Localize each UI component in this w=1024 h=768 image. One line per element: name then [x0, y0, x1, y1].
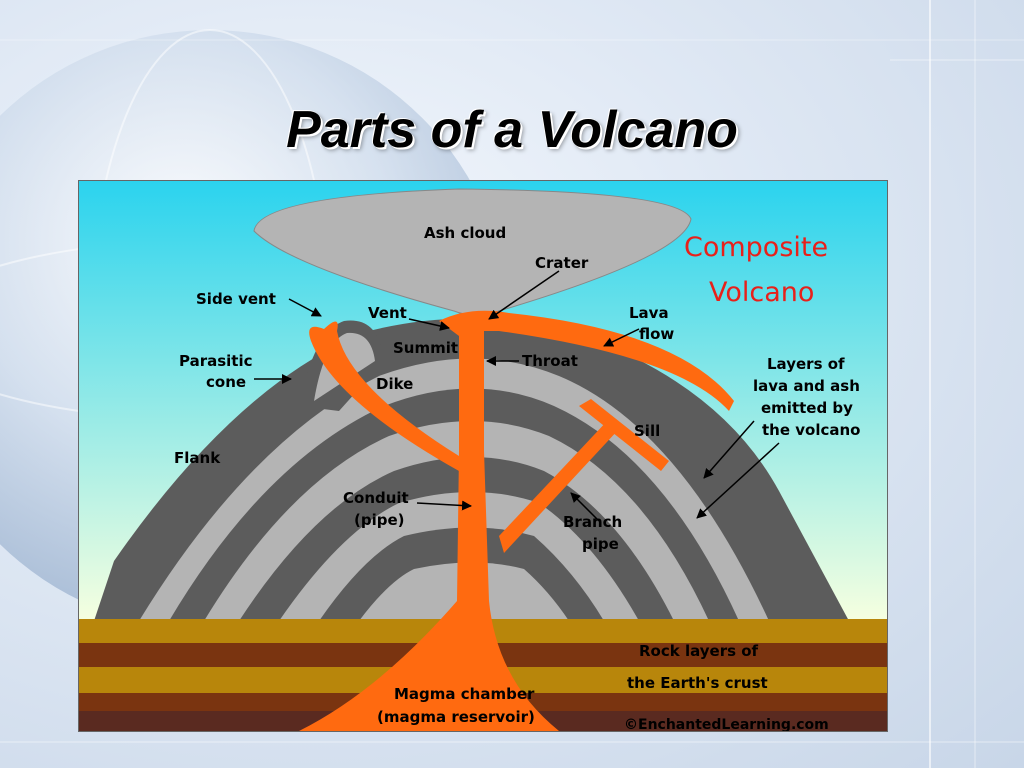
volcano-diagram: Composite Volcano Ash cloud Crater Side …	[78, 180, 888, 732]
label-magma-chamber-2: (magma reservoir)	[377, 708, 535, 726]
label-dike: Dike	[376, 375, 413, 393]
label-layers-4: the volcano	[762, 421, 860, 439]
label-ash-cloud: Ash cloud	[424, 224, 506, 242]
label-rock-layers-2: the Earth's crust	[627, 674, 768, 692]
magma-system	[299, 310, 734, 731]
label-sill: Sill	[634, 422, 660, 440]
label-layers-2: lava and ash	[753, 377, 860, 395]
label-summit: Summit	[393, 339, 458, 357]
label-parasitic-cone-1: Parasitic	[179, 352, 253, 370]
label-branch-pipe-1: Branch	[563, 513, 622, 531]
label-rock-layers-1: Rock layers of	[639, 642, 759, 660]
label-magma-chamber-1: Magma chamber	[394, 685, 535, 703]
label-parasitic-cone-2: cone	[206, 373, 246, 391]
label-side-vent: Side vent	[196, 290, 276, 308]
label-copyright: ©EnchantedLearning.com	[624, 717, 829, 731]
pointer-arrows	[254, 270, 780, 522]
label-flank: Flank	[174, 449, 221, 467]
label-throat: Throat	[522, 352, 578, 370]
label-lava-flow-1: Lava	[629, 304, 669, 322]
ash-cloud	[253, 188, 692, 316]
label-crater: Crater	[535, 254, 589, 272]
label-layers-1: Layers of	[767, 355, 845, 373]
diagram-heading-line1: Composite	[684, 232, 828, 263]
label-conduit-1: Conduit	[343, 489, 409, 507]
diagram-heading-line2: Volcano	[709, 277, 814, 308]
label-vent: Vent	[368, 304, 407, 322]
label-lava-flow-2: flow	[639, 325, 674, 343]
slide-title: Parts of a Volcano	[286, 101, 738, 159]
label-branch-pipe-2: pipe	[582, 535, 619, 553]
label-conduit-2: (pipe)	[354, 511, 405, 529]
label-layers-3: emitted by	[761, 399, 853, 417]
volcano-cone	[94, 318, 849, 621]
